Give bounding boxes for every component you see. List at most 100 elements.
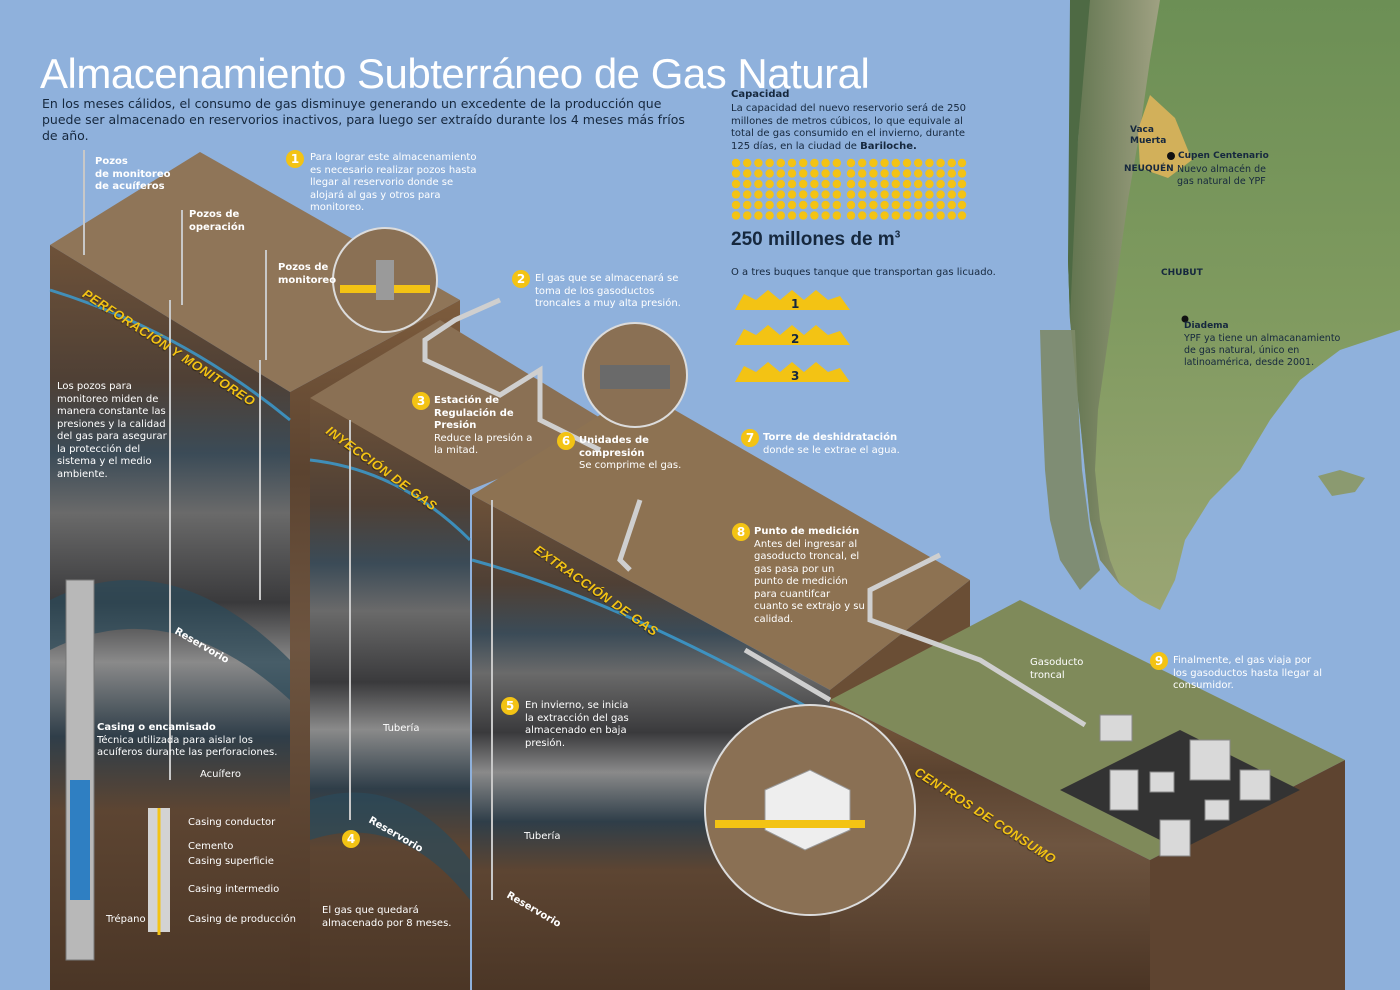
capacity-dot xyxy=(957,190,967,199)
big-number-text: 250 millones de m xyxy=(731,229,895,250)
vaca-muerta-area xyxy=(1138,95,1192,178)
capacity-dot xyxy=(957,200,967,210)
tanker-number-1: 1 xyxy=(791,297,800,311)
capacity-dot xyxy=(936,179,945,189)
pipelines xyxy=(422,297,1087,728)
capacity-dot xyxy=(787,190,797,199)
cupen-centenario-dot xyxy=(1167,152,1175,160)
capacity-dot xyxy=(891,169,900,178)
capacity-text: La capacidad del nuevo reservorio será d… xyxy=(731,103,981,153)
capacity-dot xyxy=(776,179,785,189)
map-argentina xyxy=(1040,0,1400,610)
capacity-dot xyxy=(799,211,808,220)
capacity-dot xyxy=(902,179,912,189)
gasoducto-line: troncal xyxy=(1030,669,1065,681)
step-3-heading: Estación de Regulación de Presión xyxy=(434,395,514,431)
capacity-dot xyxy=(832,200,841,210)
city-base xyxy=(1060,730,1300,850)
capacity-dot xyxy=(957,179,967,189)
label-trepano: Trépano xyxy=(106,914,146,925)
map-label-cupen: Cupen Centenario xyxy=(1178,151,1269,161)
capacity-dot xyxy=(765,179,774,189)
capacity-dot xyxy=(902,211,912,220)
step-6-badge: 6 xyxy=(557,432,575,450)
capacity-dot xyxy=(947,169,956,178)
capacity-dot xyxy=(743,179,752,189)
capacity-dots xyxy=(731,158,967,220)
step-3-badge: 3 xyxy=(412,392,430,410)
capacity-dot xyxy=(754,211,763,220)
capacity-dot xyxy=(846,158,856,168)
wells xyxy=(83,150,493,900)
capacity-dot xyxy=(957,158,967,168)
capacity-dot xyxy=(902,158,912,168)
capacity-dot xyxy=(832,158,841,168)
capacity-dot xyxy=(787,200,797,210)
capacity-dot xyxy=(880,190,889,199)
intro-text: En los meses cálidos, el consumo de gas … xyxy=(42,96,685,143)
capacity-dot xyxy=(832,179,841,189)
capacity-dot xyxy=(869,200,878,210)
capacity-dot xyxy=(947,190,956,199)
well-label-line: Pozos de xyxy=(189,209,240,220)
capacity-dot xyxy=(787,179,797,189)
capacity-dot xyxy=(869,179,878,189)
capacity-dot xyxy=(880,158,889,168)
step-6-heading: Unidades de compresión xyxy=(579,435,649,459)
capacity-dot xyxy=(869,169,878,178)
capacity-dot xyxy=(776,158,785,168)
capacity-dot xyxy=(787,211,797,220)
capacity-dot xyxy=(891,190,900,199)
step-9-text: Finalmente, el gas viaja por los gasoduc… xyxy=(1173,655,1322,691)
step-7-body: donde se le extrae el agua. xyxy=(763,444,900,456)
capacity-dot xyxy=(776,190,785,199)
capacity-dot xyxy=(787,169,797,178)
well-label-line: monitoreo xyxy=(278,274,337,286)
capacity-city: Bariloche. xyxy=(860,140,917,152)
page-title: Almacenamiento Subterráneo de Gas Natura… xyxy=(40,50,870,97)
capacity-dot xyxy=(821,211,830,220)
step-1-text: Para lograr este almacenamiento es neces… xyxy=(310,152,477,213)
tanker-text: O a tres buques tanque que transportan g… xyxy=(731,267,996,278)
capacity-dot xyxy=(821,179,830,189)
capacity-dot xyxy=(765,169,774,178)
capacity-dot xyxy=(743,190,752,199)
tanker-number-2: 2 xyxy=(791,332,800,346)
capacity-dot xyxy=(743,200,752,210)
capacity-dot xyxy=(858,158,867,168)
capacity-dot xyxy=(743,158,752,168)
well-label-line: de monitoreo xyxy=(95,168,171,180)
capacity-dot xyxy=(902,190,912,199)
label-casing-produccion: Casing de producción xyxy=(188,914,296,925)
capacity-dot xyxy=(947,158,956,168)
capacity-dot xyxy=(799,190,808,199)
capacity-dot xyxy=(936,200,945,210)
capacity-dot xyxy=(846,169,856,178)
capacity-dot xyxy=(754,190,763,199)
malvinas-islands xyxy=(1318,470,1365,496)
capacity-dot xyxy=(846,211,856,220)
step-8-heading: Punto de medición xyxy=(754,526,860,537)
capacity-dot xyxy=(925,169,934,178)
detail-equipment xyxy=(340,260,865,851)
step-2-badge: 2 xyxy=(512,270,530,288)
capacity-dot xyxy=(914,190,923,199)
capacity-dot xyxy=(869,190,878,199)
label-casing-conductor: Casing conductor xyxy=(188,817,276,828)
capacity-dot xyxy=(821,200,830,210)
casing-body: Técnica utilizada para aislar los acuífe… xyxy=(97,734,278,759)
capacity-dot xyxy=(799,169,808,178)
capacity-dot xyxy=(936,158,945,168)
step-5-text: En invierno, se inicia la extracción del… xyxy=(525,700,629,749)
capacity-dot xyxy=(765,211,774,220)
capacity-dot xyxy=(880,211,889,220)
capacity-dot xyxy=(880,169,889,178)
